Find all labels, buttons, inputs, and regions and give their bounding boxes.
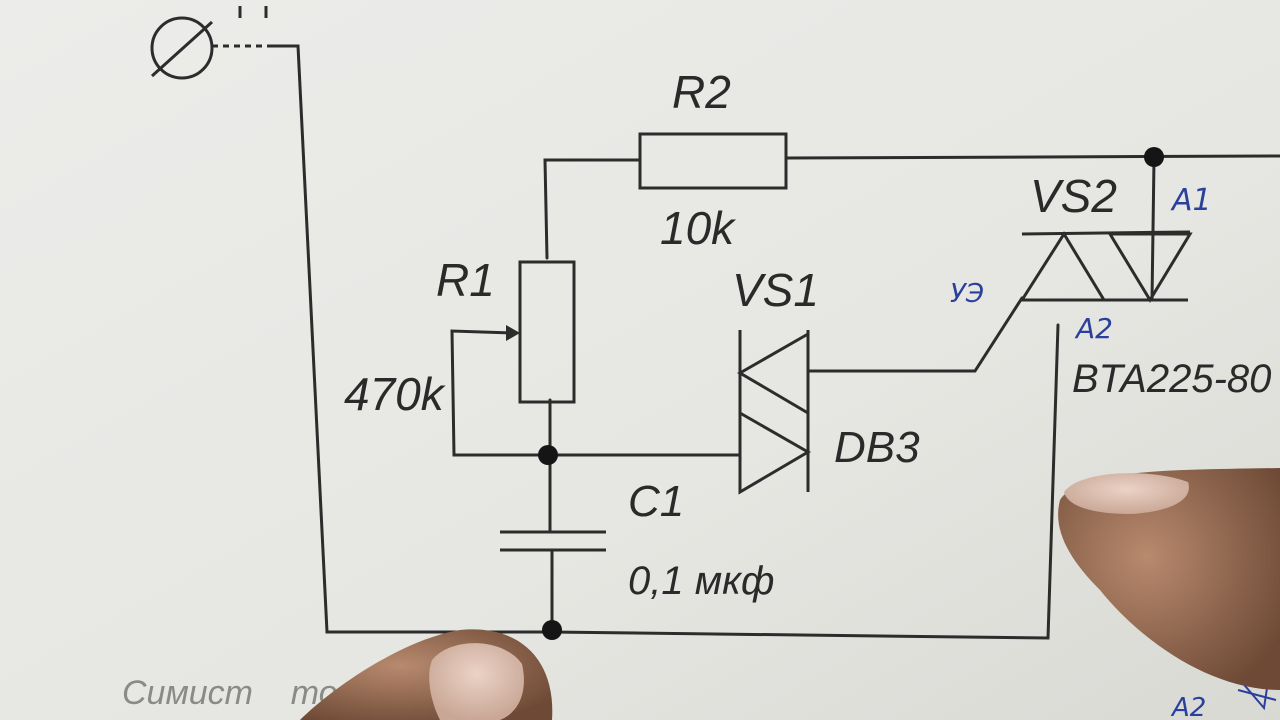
capacitor-c1 <box>500 530 606 552</box>
r2-value: 10k <box>660 202 736 254</box>
thumb-bottom <box>300 629 553 720</box>
r1-value: 470k <box>344 368 446 420</box>
diac-vs1 <box>737 330 811 495</box>
wires <box>268 44 1280 640</box>
r1-label: R1 <box>436 254 495 306</box>
handwritten-a1: A1 <box>1170 183 1212 218</box>
plug-symbol <box>150 6 270 80</box>
handwritten-a2: A2 <box>1074 312 1113 345</box>
junctions <box>538 147 1164 640</box>
triac-part-number: BTA225-80 <box>1072 357 1271 401</box>
junction-dot <box>1144 147 1164 167</box>
handwritten-gate: УЭ <box>950 279 984 309</box>
db3-label: DB3 <box>834 423 920 472</box>
pointing-finger-right <box>1058 468 1280 690</box>
triac-vs2 <box>1019 230 1193 303</box>
handwritten-a2-bottom: A2 <box>1170 693 1206 720</box>
potentiometer-r1 <box>518 260 576 404</box>
vs2-label: VS2 <box>1030 170 1117 222</box>
wiper-arrow-icon <box>506 325 520 341</box>
r2-label: R2 <box>672 66 731 118</box>
vs1-label: VS1 <box>732 264 819 316</box>
c1-value: 0,1 мкф <box>628 559 774 603</box>
c1-label: C1 <box>628 477 684 526</box>
junction-dot <box>538 445 558 465</box>
resistor-r2 <box>638 132 788 190</box>
junction-dot <box>542 620 562 640</box>
